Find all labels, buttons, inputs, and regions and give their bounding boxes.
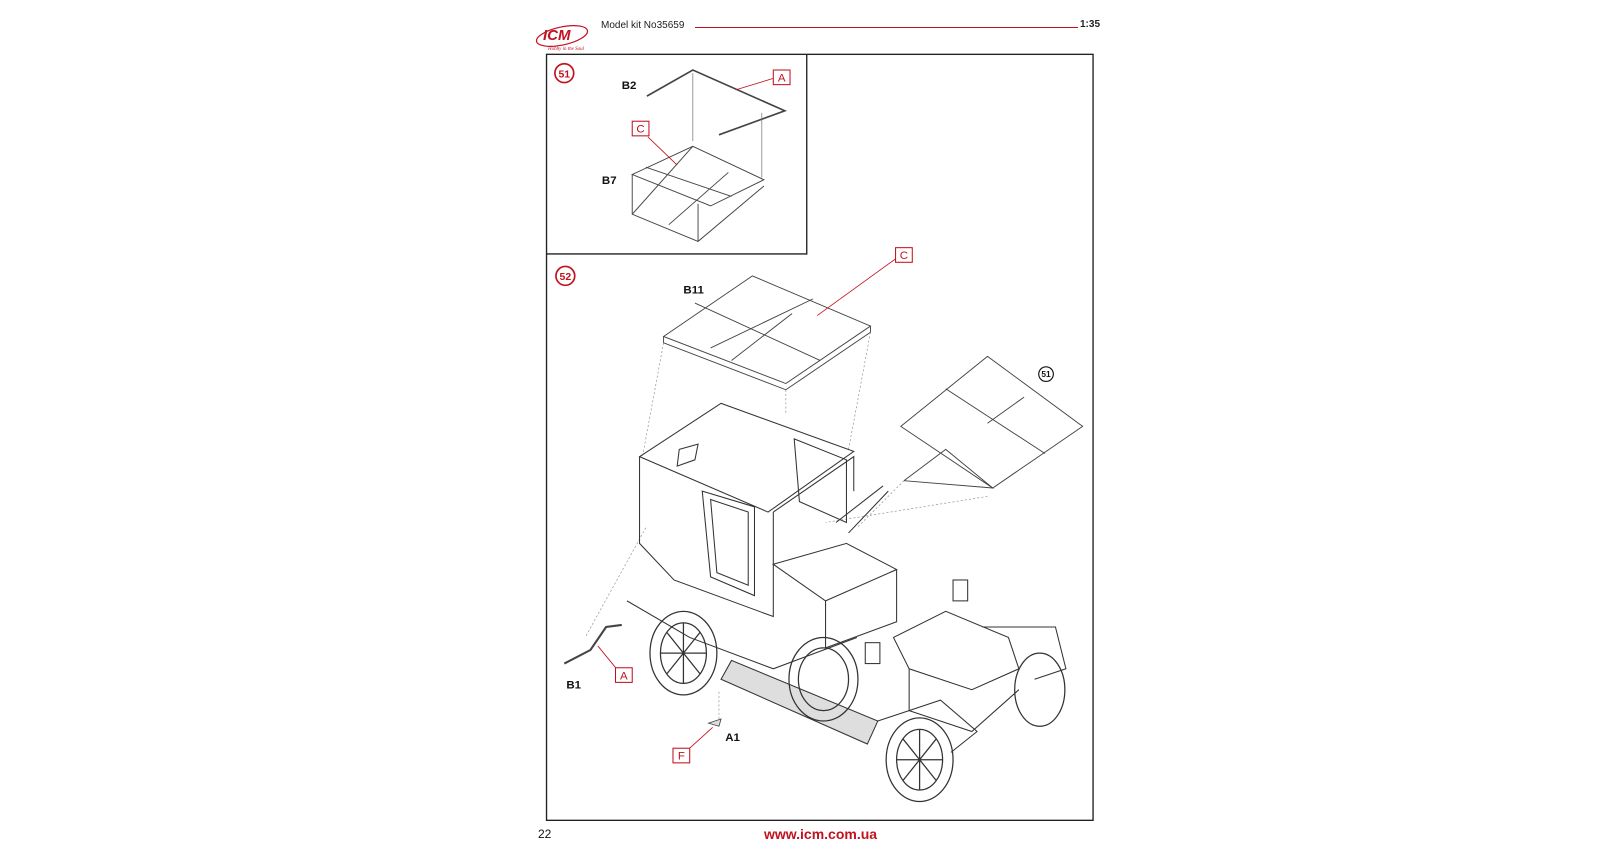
subassembly-51 bbox=[899, 355, 1084, 489]
step-52: 52 B11 B1 A1 51 bbox=[555, 247, 1084, 803]
step-51-frame bbox=[546, 54, 808, 255]
scale-label: 1:35 bbox=[1080, 19, 1101, 30]
assembly-arrows bbox=[692, 73, 763, 178]
part-label-b2: B2 bbox=[622, 80, 637, 92]
svg-text:C: C bbox=[636, 124, 644, 136]
color-callout-f: F bbox=[672, 727, 713, 764]
model-kit-title: Model kit No35659 bbox=[601, 20, 685, 31]
part-b11-roof bbox=[662, 275, 872, 391]
svg-text:51: 51 bbox=[1041, 369, 1051, 379]
car-wheels bbox=[649, 610, 1066, 803]
svg-text:Hobby in the Soul: Hobby in the Soul bbox=[547, 47, 585, 52]
svg-text:51: 51 bbox=[558, 69, 570, 80]
svg-text:A: A bbox=[620, 670, 628, 682]
part-label-b7: B7 bbox=[602, 175, 617, 187]
wheel-front-right bbox=[1014, 652, 1066, 727]
color-callout-c-roof: C bbox=[816, 247, 913, 316]
svg-text:A: A bbox=[778, 73, 786, 85]
page-frame bbox=[545, 53, 1094, 822]
svg-text:C: C bbox=[900, 250, 908, 262]
page-number: 22 bbox=[538, 827, 552, 841]
assembly-guides bbox=[584, 332, 988, 719]
taxi-car-body bbox=[626, 402, 1067, 753]
icm-logo: ICM Hobby in the Soul bbox=[535, 25, 589, 52]
wheel-rear-left bbox=[649, 610, 718, 696]
step-51: 51 B2 B7 A C bbox=[554, 62, 791, 242]
wheel-rear-right bbox=[788, 636, 859, 722]
color-callout-c: C bbox=[631, 120, 678, 166]
part-label-a1: A1 bbox=[725, 732, 740, 744]
header-divider bbox=[695, 27, 1078, 28]
part-b1-rail bbox=[563, 623, 622, 665]
part-a1 bbox=[707, 718, 722, 727]
color-callout-a: A bbox=[735, 69, 791, 91]
wheel-front-left bbox=[885, 717, 954, 803]
subassembly-51-badge bbox=[1038, 366, 1054, 382]
color-callout-a-rail: A bbox=[597, 645, 633, 683]
svg-text:F: F bbox=[678, 751, 685, 763]
part-b7-canopy bbox=[631, 145, 765, 242]
svg-text:52: 52 bbox=[560, 272, 572, 283]
part-label-b1: B1 bbox=[566, 680, 581, 692]
step-51-badge bbox=[554, 62, 575, 84]
part-b2-frame bbox=[646, 69, 788, 136]
part-label-b11: B11 bbox=[683, 285, 704, 297]
website-link[interactable]: www.icm.com.ua bbox=[764, 826, 878, 842]
step-52-badge bbox=[555, 265, 576, 287]
svg-text:ICM: ICM bbox=[543, 27, 571, 44]
